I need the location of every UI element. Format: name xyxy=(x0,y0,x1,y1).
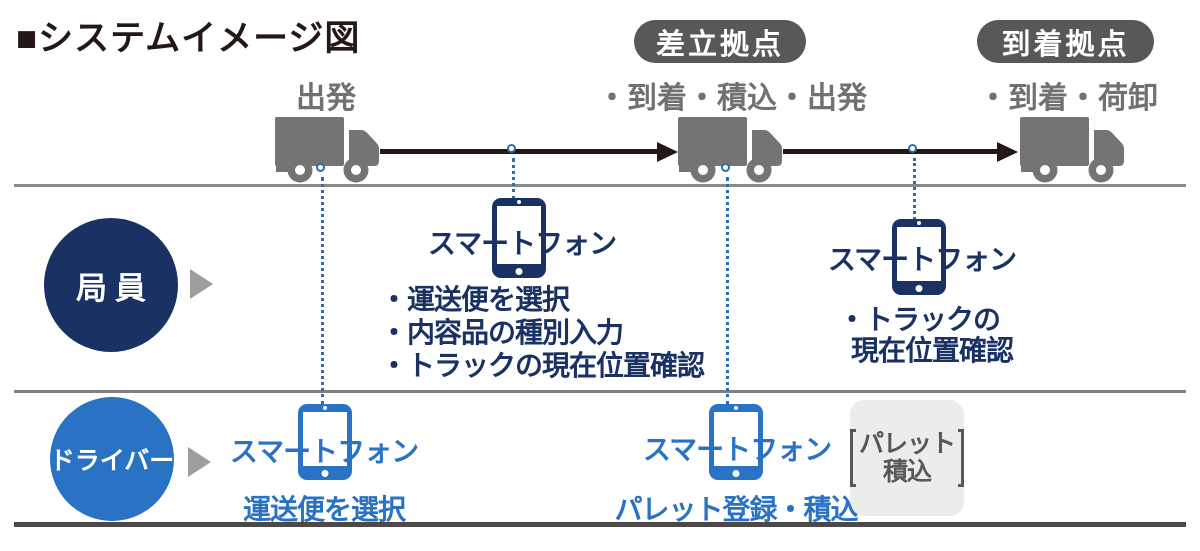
smartphone-label: スマートフォン xyxy=(427,228,617,259)
phone-camera-dot xyxy=(917,221,921,225)
bracket-left-icon xyxy=(850,429,856,487)
arrival-actions-label: ・到着・荷卸 xyxy=(978,82,1158,115)
driver-task: 運送便を選択 xyxy=(242,494,406,525)
smartphone-label: スマートフォン xyxy=(827,244,1017,275)
task-item: ・運送便を選択 xyxy=(380,284,570,315)
truck-icon xyxy=(275,115,379,183)
phone-camera-dot xyxy=(323,406,327,410)
phone-home-dot xyxy=(915,285,923,292)
staff-task-list: ・トラックの 現在位置確認 xyxy=(838,304,1014,366)
phone-screen xyxy=(303,412,347,466)
staff-task-list: ・運送便を選択 ・内容品の種別入力 ・トラックの現在位置確認 xyxy=(380,283,705,382)
flow-arrow-icon xyxy=(783,149,998,154)
phone-screen xyxy=(714,412,758,466)
phone-home-dot xyxy=(515,268,523,275)
triangle-right-icon xyxy=(190,269,213,299)
pallet-loading-note: パレット 積込 xyxy=(850,400,964,516)
smartphone-label: スマートフォン xyxy=(229,436,419,467)
triangle-right-icon xyxy=(188,447,211,477)
junction-dot-icon xyxy=(507,144,516,153)
dispatch-point-badge: 差立拠点 xyxy=(634,20,806,63)
phone-home-dot xyxy=(321,470,329,477)
dotted-connector xyxy=(321,177,324,405)
task-item: ・トラックの現在位置確認 xyxy=(380,350,705,381)
truck-icon xyxy=(678,115,782,183)
dotted-connector xyxy=(913,158,916,220)
departure-label: 出発 xyxy=(296,82,356,115)
phone-screen xyxy=(497,206,541,264)
note-line: 積込 xyxy=(882,458,932,486)
phone-home-dot xyxy=(732,470,740,477)
dispatch-actions-label: ・到着・積込・出発 xyxy=(597,82,867,115)
dotted-connector xyxy=(726,177,729,405)
lane-divider-line xyxy=(14,390,1186,393)
task-item: ・内容品の種別入力 xyxy=(380,317,624,348)
phone-camera-dot xyxy=(517,200,521,204)
smartphone-icon xyxy=(892,219,946,295)
truck-icon xyxy=(1020,115,1124,183)
bottom-line xyxy=(14,522,1186,527)
smartphone-icon xyxy=(492,198,546,278)
flow-arrow-icon xyxy=(380,149,658,154)
arrival-point-badge: 到着拠点 xyxy=(977,20,1154,63)
smartphone-icon xyxy=(709,404,763,480)
dotted-connector xyxy=(512,158,515,200)
junction-dot-icon xyxy=(316,163,325,172)
phone-camera-dot xyxy=(734,406,738,410)
task-item: ・トラックの xyxy=(838,304,1001,335)
task-item: 現在位置確認 xyxy=(851,335,1014,366)
lane-circle-driver: ドライバー xyxy=(50,397,174,521)
phone-screen xyxy=(897,227,941,281)
driver-task: パレット登録・積込 xyxy=(614,494,858,525)
note-line: パレット xyxy=(858,430,956,458)
smartphone-label: スマートフォン xyxy=(642,434,832,465)
lane-label-driver: ドライバー xyxy=(49,447,175,475)
lane-label-staff: 局員 xyxy=(76,270,154,306)
junction-dot-icon xyxy=(721,163,730,172)
junction-dot-icon xyxy=(908,144,917,153)
page-title: ■システムイメージ図 xyxy=(16,19,361,58)
ground-line xyxy=(14,184,1186,187)
lane-circle-staff: 局員 xyxy=(44,218,178,352)
smartphone-icon xyxy=(298,404,352,480)
bracket-right-icon xyxy=(958,429,964,487)
